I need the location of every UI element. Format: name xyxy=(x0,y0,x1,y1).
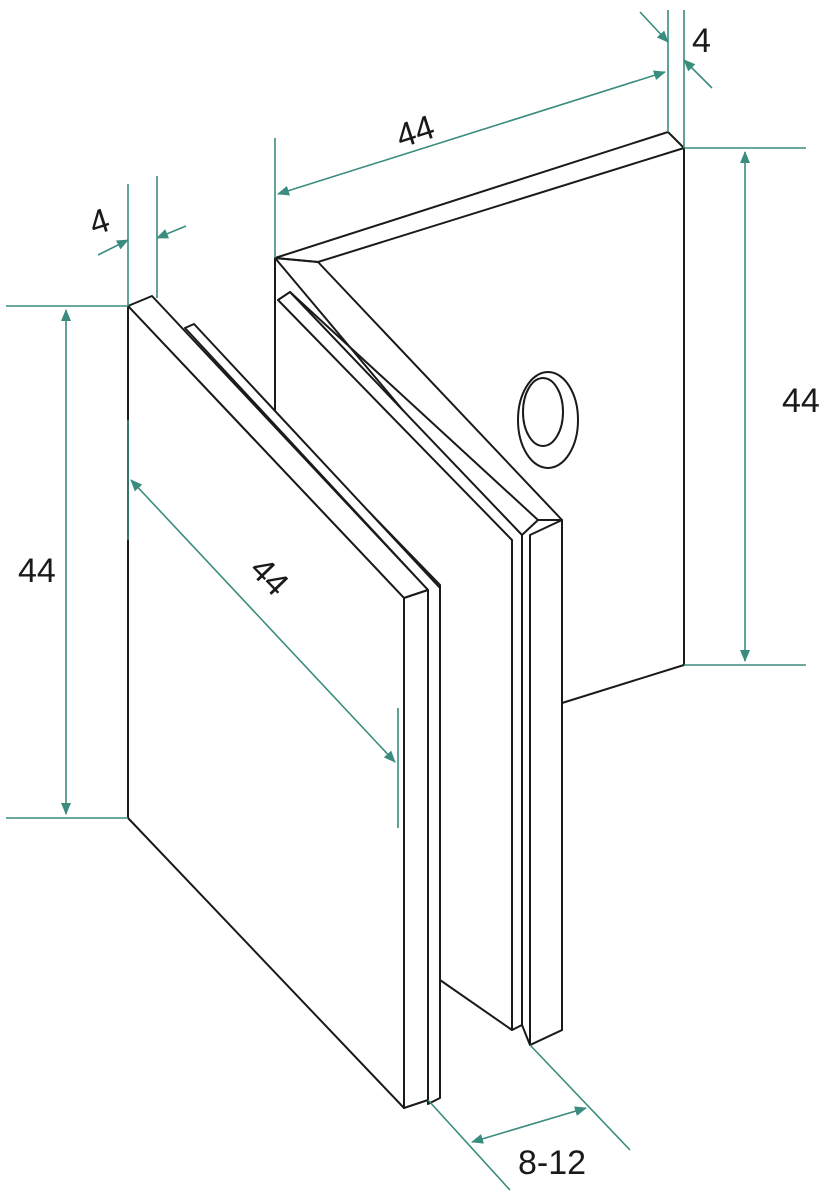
dim-arrow-gap xyxy=(471,1106,587,1144)
label-glass-gap: 8-12 xyxy=(518,1144,586,1182)
front-clamp-edge xyxy=(403,589,429,1109)
back-jaw-top-edge xyxy=(289,291,539,521)
label-thickness-left: 4 xyxy=(85,201,115,243)
mounting-hole-inner xyxy=(522,377,564,447)
dim-arrow-4-left-a xyxy=(97,239,129,256)
label-height-right: 44 xyxy=(782,382,820,420)
dimension-lines xyxy=(6,10,806,1191)
back-plate xyxy=(274,131,685,704)
ext-line xyxy=(529,1044,631,1151)
label-height-left: 44 xyxy=(18,552,56,590)
dim-arrow-44-diagonal xyxy=(130,479,396,763)
ext-line xyxy=(427,1099,511,1191)
label-width-top: 44 xyxy=(392,108,440,156)
label-thickness-top: 4 xyxy=(692,22,711,60)
back-clamp-jaw-face xyxy=(529,519,563,1046)
dim-arrow-4-top-a xyxy=(639,11,669,43)
back-clamp xyxy=(274,131,685,1046)
dim-arrow-4-top-b xyxy=(683,59,713,89)
dim-arrow-44-top xyxy=(277,70,666,196)
dim-arrow-4-left-b xyxy=(156,225,187,239)
